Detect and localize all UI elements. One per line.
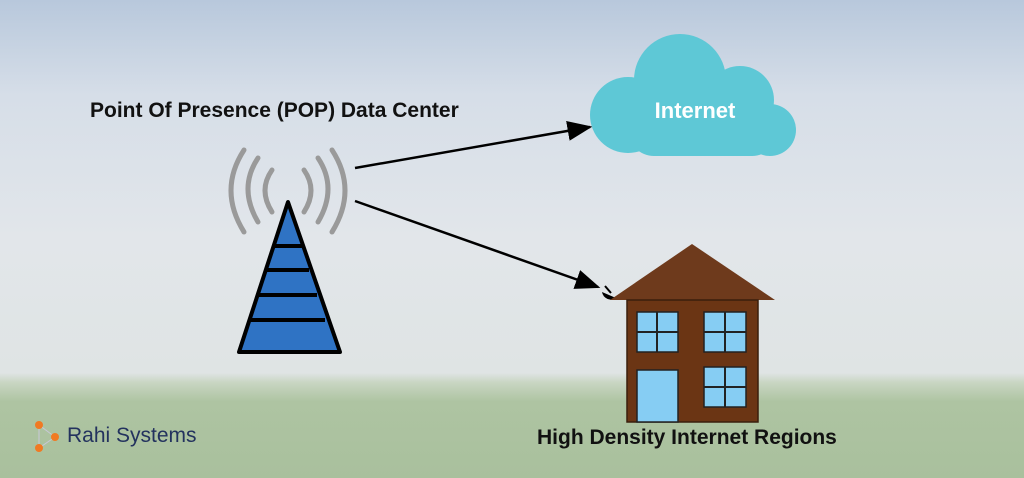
brand-name: Rahi Systems: [67, 424, 197, 447]
cell-tower-icon: [237, 200, 342, 354]
house-icon: [610, 244, 775, 423]
arrow-to-internet: [354, 121, 593, 170]
internet-label: Internet: [654, 98, 736, 123]
regions-label: High Density Internet Regions: [537, 426, 837, 449]
signal-waves-icon: [228, 147, 348, 235]
cloud-icon: [590, 34, 796, 156]
satellite-dish-icon: [602, 285, 616, 300]
arrow-to-regions: [354, 199, 601, 289]
rahi-logo-icon: [35, 421, 59, 452]
pop-label: Point Of Presence (POP) Data Center: [90, 99, 459, 122]
